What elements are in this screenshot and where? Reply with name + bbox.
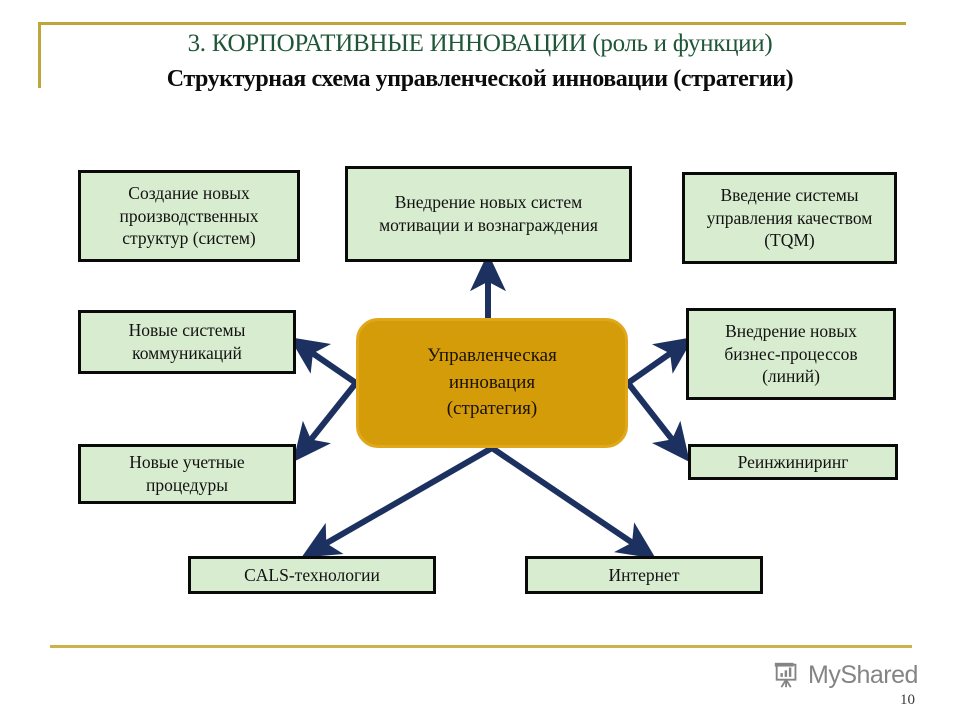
arrow-center-to-comm bbox=[289, 337, 358, 386]
node-internet[interactable]: Интернет bbox=[525, 556, 763, 594]
presentation-chart-icon bbox=[774, 662, 797, 688]
center-label-line-1: Управленческая bbox=[427, 344, 557, 366]
arrow-center-to-inet bbox=[490, 445, 656, 559]
node-management-innovation[interactable]: Управленческая инновация (стратегия) bbox=[356, 318, 628, 448]
slide-title-primary: 3. КОРПОРАТИВНЫЕ ИННОВАЦИИ (роль и функц… bbox=[187, 30, 773, 57]
frame-top-rule bbox=[38, 22, 906, 25]
node-tqm[interactable]: Введение системы управления качеством (T… bbox=[682, 172, 897, 264]
watermark-text: MyShared bbox=[808, 660, 918, 689]
node-business-processes[interactable]: Внедрение новых бизнес-процессов (линий) bbox=[686, 308, 896, 400]
frame-left-rule bbox=[38, 22, 41, 88]
arrow-center-to-reeng bbox=[625, 381, 690, 463]
node-motivation-systems[interactable]: Внедрение новых систем мотивации и возна… bbox=[345, 166, 632, 262]
node-production-structures[interactable]: Создание новых производственных структур… bbox=[78, 170, 300, 262]
arrow-center-to-cals bbox=[301, 445, 494, 558]
node-reengineering[interactable]: Реинжиниринг bbox=[688, 444, 898, 480]
node-communication-systems[interactable]: Новые системы коммуникаций bbox=[78, 310, 296, 374]
page-number: 10 bbox=[900, 692, 915, 708]
node-cals-technologies[interactable]: CALS-технологии bbox=[188, 556, 436, 594]
frame-bottom-rule bbox=[50, 645, 912, 648]
center-label-line-2: инновация bbox=[448, 371, 536, 393]
arrow-center-to-bizproc bbox=[626, 336, 694, 386]
arrow-center-to-acct bbox=[293, 381, 359, 463]
node-accounting-procedures[interactable]: Новые учетные процедуры bbox=[78, 444, 296, 504]
myshared-watermark: MyShared bbox=[772, 660, 918, 690]
slide-title-secondary: Структурная схема управленческой инновац… bbox=[166, 66, 794, 92]
center-label-line-3: (стратегия) bbox=[446, 398, 538, 420]
